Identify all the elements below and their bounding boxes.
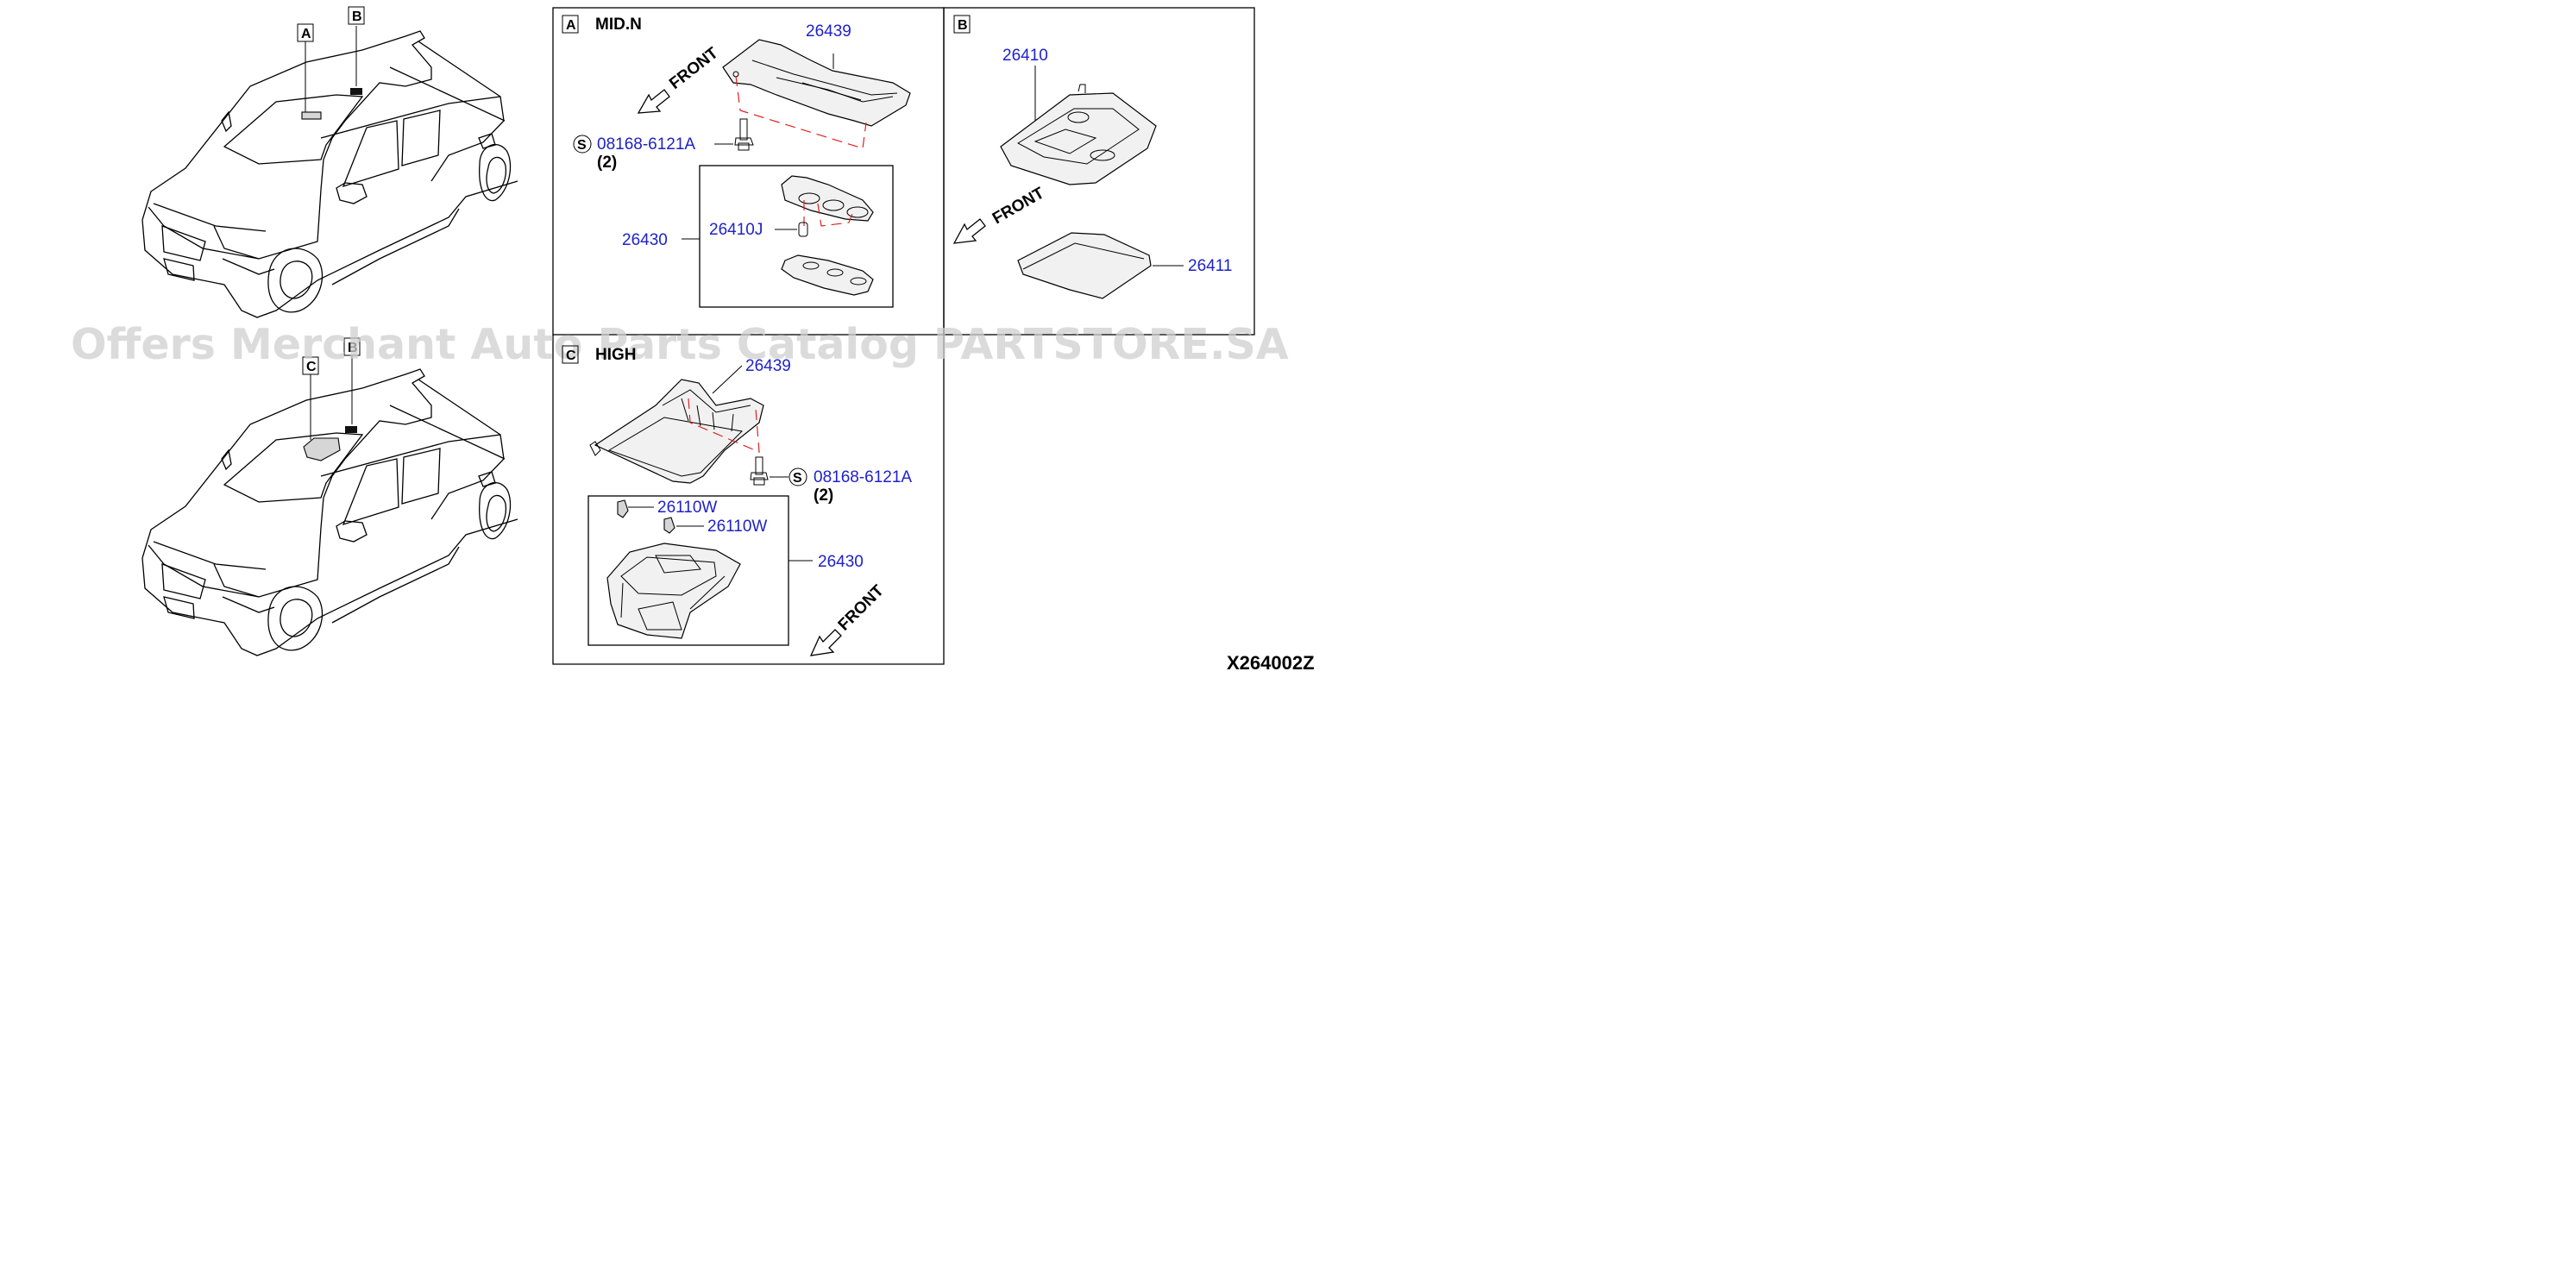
screw-symbol-c: S <box>793 471 802 486</box>
screw-c <box>750 456 769 486</box>
bracket-26439-mid <box>722 39 911 127</box>
part-26410-label: 26410 <box>1002 47 1048 65</box>
callout-letter-a: A <box>301 27 311 41</box>
screw-part-number-a: 08168-6121A <box>597 135 695 154</box>
front-label-a: FRONT <box>666 44 722 93</box>
part-26439-label-a: 26439 <box>806 22 851 41</box>
clip-26110w-2 <box>663 517 675 534</box>
front-arrow-c: FRONT <box>809 581 888 656</box>
section-c-letter: C <box>566 348 576 363</box>
panel-frames <box>552 7 1255 665</box>
room-lamp-location-b2 <box>345 426 357 433</box>
callout-box-b2 <box>343 337 361 356</box>
screw-symbol-circle-a <box>573 135 592 154</box>
part-26411-label: 26411 <box>1188 257 1232 275</box>
bulb-26410j <box>798 222 808 237</box>
section-b-letter-box <box>953 15 971 34</box>
screw-symbol-circle-c <box>789 467 807 486</box>
overhead-console-location-c <box>303 437 341 461</box>
screw-a <box>734 118 754 151</box>
section-a: A MID.N FRONT 26439 S 08168-6121A (2) <box>562 15 911 308</box>
watermark: Offers Merchant Auto Parts Catalog PARTS… <box>71 320 1289 369</box>
truck-illustration-bottom: C B <box>141 337 518 656</box>
callout-box-a <box>297 23 314 42</box>
bracket-26439-high <box>589 379 764 484</box>
truck-illustration-top: A B <box>141 6 518 318</box>
diagram-code: X264002Z <box>1227 652 1315 674</box>
callout-letter-b: B <box>352 9 362 24</box>
map-lamp-location-a <box>301 111 322 120</box>
clip-26110w-1 <box>617 499 629 518</box>
callout-letter-c: C <box>306 360 317 374</box>
guide-lines-c <box>688 398 760 453</box>
room-lamp-location-b <box>350 88 362 95</box>
overhead-console-26430 <box>606 543 741 639</box>
section-a-letter: A <box>566 18 576 33</box>
guide-lines-a1 <box>735 75 867 149</box>
screw-part-number-c: 08168-6121A <box>814 468 912 486</box>
part-26439-label-c: 26439 <box>745 357 791 375</box>
console-assembly-box-c <box>587 495 789 646</box>
lamp-assembly-box-a <box>699 165 894 308</box>
front-label-c: FRONT <box>835 581 888 634</box>
screw-qty-c: (2) <box>814 486 833 505</box>
map-lamp-housing <box>781 175 874 222</box>
map-lamp-lens <box>781 254 874 296</box>
section-c-letter-box <box>562 345 579 364</box>
screw-qty-a: (2) <box>597 154 617 172</box>
callout-box-c <box>302 356 319 375</box>
front-label-b: FRONT <box>990 184 1048 228</box>
part-26110w-label-2: 26110W <box>707 518 767 536</box>
front-arrow-a: FRONT <box>637 44 722 114</box>
section-a-letter-box <box>562 15 579 34</box>
room-lamp-lens-26411 <box>1017 232 1152 299</box>
callout-letter-b2: B <box>348 341 358 355</box>
room-lamp-26410 <box>1000 84 1157 185</box>
parts-diagram: A B C B A MID.N FRONT <box>71 6 1315 674</box>
part-26410j-label: 26410J <box>709 221 763 239</box>
part-26430-label-a: 26430 <box>622 231 668 249</box>
part-26430-label-c: 26430 <box>818 553 864 571</box>
section-c-title: HIGH <box>595 346 637 364</box>
section-b: B 26410 FRONT 26411 <box>952 15 1232 299</box>
section-c: C HIGH 26439 S 08168-6121A (2) 26110W <box>562 345 912 656</box>
screw-symbol-a: S <box>577 138 587 153</box>
callout-box-b <box>348 6 365 25</box>
section-b-letter: B <box>958 18 968 33</box>
section-a-title: MID.N <box>595 16 642 34</box>
part-26110w-label-1: 26110W <box>657 499 717 517</box>
front-arrow-b: FRONT <box>952 184 1048 244</box>
guide-lines-a2 <box>803 200 853 227</box>
